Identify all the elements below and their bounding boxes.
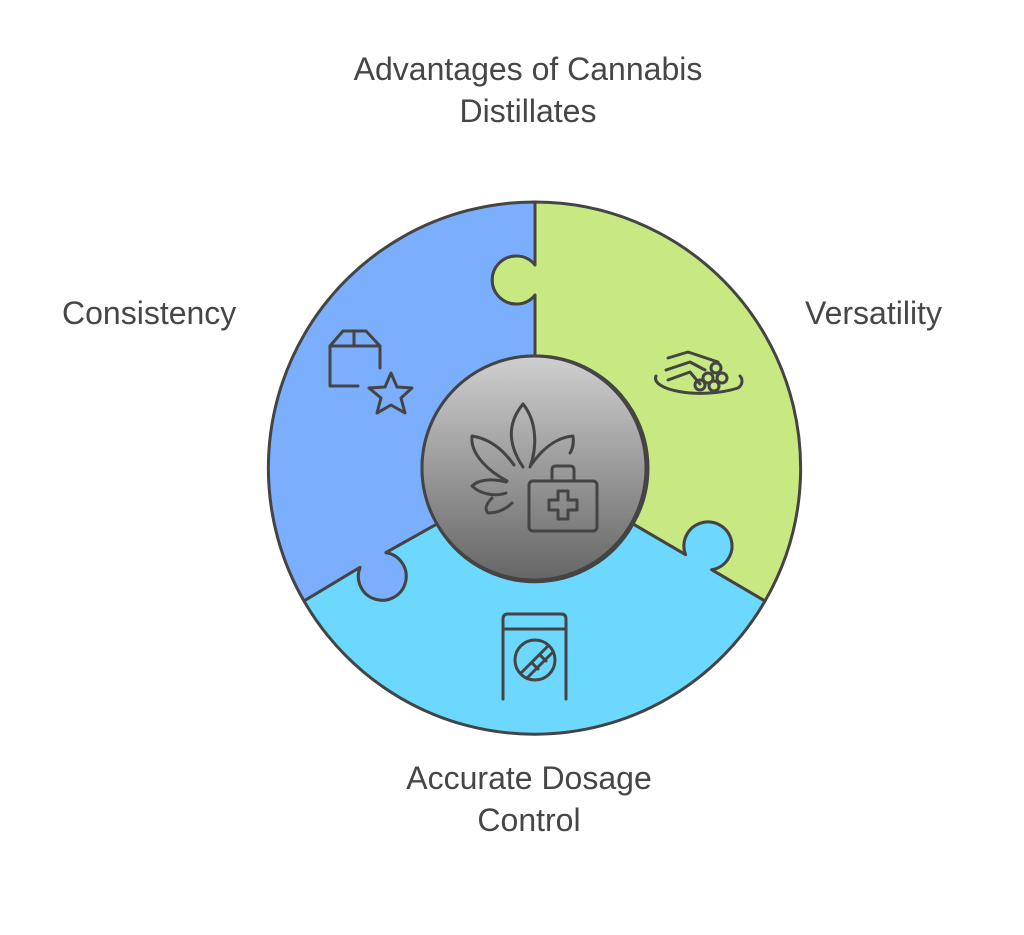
title-line-1: Advantages of Cannabis: [353, 51, 703, 87]
label-dosage-line-2: Control: [477, 802, 581, 838]
cannabis-leaf-medkit-icon: [470, 402, 599, 533]
center-circle: [420, 354, 648, 582]
logs-on-plate-icon: [654, 350, 744, 395]
label-versatility: Versatility: [805, 295, 942, 331]
dosage-container-icon: [501, 612, 568, 701]
box-star-icon: [328, 329, 414, 415]
label-consistency: Consistency: [62, 295, 237, 331]
diagram-title: Advantages of Cannabis Distillates: [0, 48, 1024, 132]
title-line-2: Distillates: [459, 93, 597, 129]
label-dosage-line-1: Accurate Dosage: [406, 760, 652, 796]
label-accurate-dosage-control: Accurate Dosage Control: [0, 757, 1024, 841]
